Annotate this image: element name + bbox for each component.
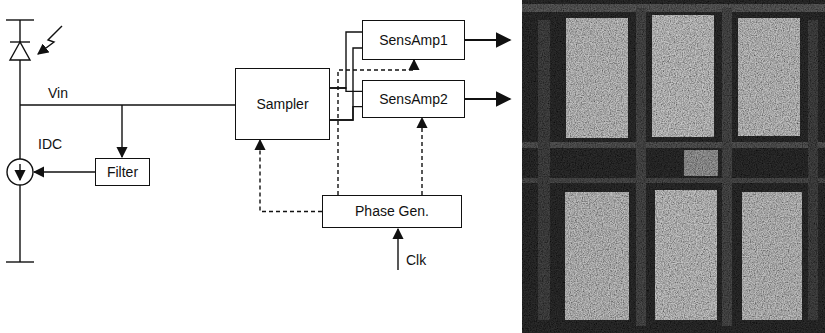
circuit-block [565, 192, 629, 320]
signal-name: Vin [48, 85, 68, 101]
wire [19, 20, 20, 42]
signal-wire [330, 107, 362, 120]
metal-column [538, 20, 550, 320]
process-box: SensAmp2 [362, 80, 465, 118]
box-label: Phase Gen. [355, 203, 429, 219]
process-box: SensAmp1 [362, 20, 465, 60]
metal-streak [522, 142, 825, 148]
box-label: SensAmp1 [379, 32, 447, 48]
process-box: Phase Gen. [322, 195, 462, 228]
box-label: SensAmp2 [379, 91, 447, 107]
photodiode-symbol [10, 42, 30, 60]
output-arrow [465, 39, 510, 41]
signal-wire [330, 32, 362, 88]
circuit-block [684, 150, 718, 176]
wire [19, 60, 20, 159]
signal-wire [330, 48, 362, 120]
control-line [260, 140, 322, 212]
current-arrow [19, 164, 20, 180]
signal-name: IDC [38, 136, 62, 152]
box-label: Filter [107, 164, 138, 180]
box-label: Sampler [256, 96, 308, 112]
light-bolt [38, 26, 62, 54]
process-box: Filter [95, 158, 150, 186]
metal-column [722, 8, 732, 326]
wire-arrow [121, 105, 122, 157]
circuit-block [566, 18, 628, 138]
metal-column [636, 8, 646, 326]
current-source-symbol [7, 159, 33, 185]
process-box: Sampler [235, 68, 330, 140]
wire [20, 104, 235, 105]
circuit-block [655, 190, 717, 320]
wire-arrow [34, 171, 95, 172]
control-line [338, 60, 414, 195]
metal-streak [522, 4, 825, 12]
metal-streak [522, 178, 825, 183]
circuit-block [738, 18, 800, 136]
metal-column [808, 20, 818, 320]
control-line [421, 118, 422, 195]
die-background [522, 0, 825, 333]
chip-micrograph [522, 0, 825, 333]
output-arrow [465, 98, 510, 100]
circuit-block [652, 15, 714, 137]
circuit-block [742, 192, 802, 320]
signal-wire [330, 88, 362, 91]
signal-name: Clk [406, 252, 426, 268]
wire [19, 185, 20, 262]
clock-arrow [397, 229, 398, 270]
